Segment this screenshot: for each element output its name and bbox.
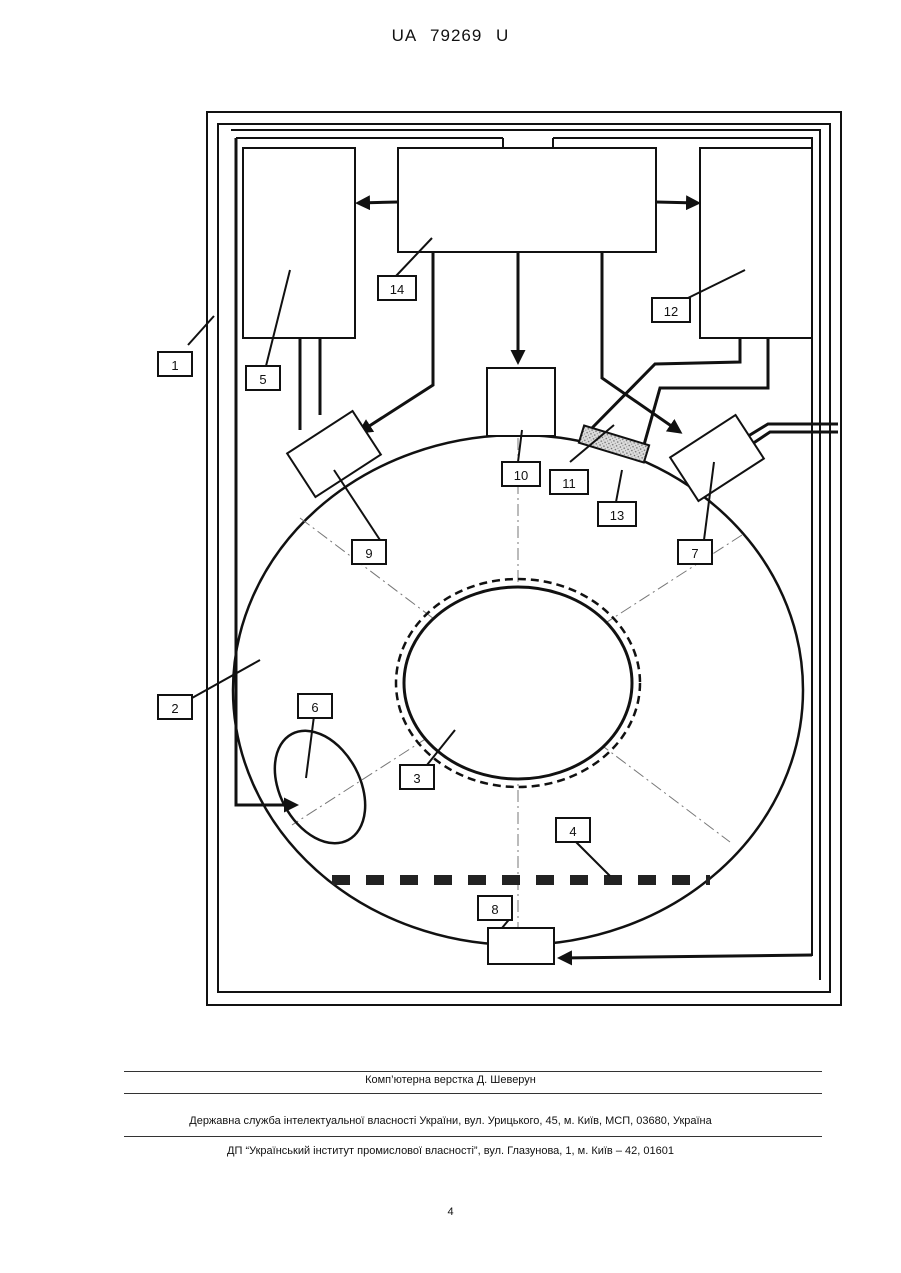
block-12	[700, 148, 812, 338]
svg-text:11: 11	[562, 476, 576, 491]
block-5	[243, 148, 355, 338]
ref-label-2: 2	[158, 695, 192, 719]
footer-service-address: Державна служба інтелектуальної власност…	[0, 1115, 901, 1127]
ref-label-8: 8	[478, 896, 512, 920]
svg-text:7: 7	[691, 546, 698, 561]
footer-institute-address: ДП “Український інститут промислової вла…	[0, 1145, 901, 1157]
svg-text:14: 14	[390, 282, 404, 297]
ref-label-1: 1	[158, 352, 192, 376]
svg-text:6: 6	[311, 700, 318, 715]
ref-label-13: 13	[598, 502, 636, 526]
svg-text:1: 1	[171, 358, 178, 373]
svg-text:4: 4	[569, 824, 576, 839]
block-8	[488, 928, 554, 964]
svg-text:10: 10	[514, 468, 528, 483]
svg-text:2: 2	[171, 701, 178, 716]
ref-label-7: 7	[678, 540, 712, 564]
block-10	[487, 368, 555, 436]
ref-label-5: 5	[246, 366, 280, 390]
ref-label-6: 6	[298, 694, 332, 718]
ref-label-3: 3	[400, 765, 434, 789]
svg-text:5: 5	[259, 372, 266, 387]
page-number: 4	[0, 1206, 901, 1218]
ref-label-10: 10	[502, 462, 540, 486]
footer-rule-top	[124, 1071, 822, 1072]
ref-label-4: 4	[556, 818, 590, 842]
leader-lines	[188, 238, 745, 928]
block-13	[579, 425, 649, 462]
svg-text:9: 9	[365, 546, 372, 561]
ref-label-9: 9	[352, 540, 386, 564]
footer-layout-credit: Комп’ютерна верстка Д. Шеверун	[0, 1074, 901, 1086]
block-14	[398, 148, 656, 252]
svg-text:12: 12	[664, 304, 678, 319]
ref-label-14: 14	[378, 276, 416, 300]
svg-text:3: 3	[413, 771, 420, 786]
block-7	[670, 415, 764, 501]
footer-rule-middle	[124, 1093, 822, 1094]
ref-label-11: 11	[550, 470, 588, 494]
footer-rule-bottom	[124, 1136, 822, 1137]
svg-text:13: 13	[610, 508, 624, 523]
ref-label-12: 12	[652, 298, 690, 322]
vessel-chamber	[233, 435, 803, 945]
svg-text:8: 8	[491, 902, 498, 917]
